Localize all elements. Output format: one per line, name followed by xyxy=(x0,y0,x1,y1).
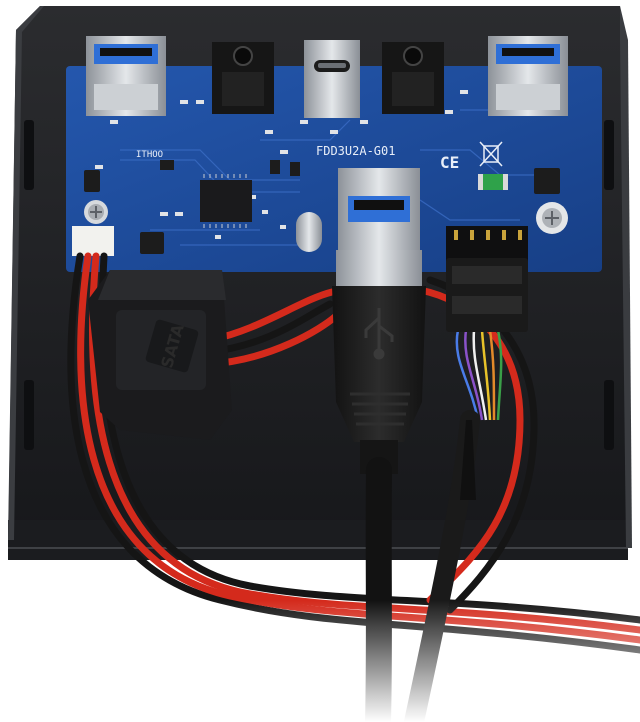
mount-screw-left xyxy=(84,200,108,224)
bottom-fade xyxy=(0,600,640,722)
weee-bin-icon xyxy=(479,141,503,167)
usb-c-port xyxy=(304,40,360,118)
usb3-internal-socket xyxy=(338,168,420,264)
bracket-slot-right-bottom xyxy=(604,380,614,450)
crystal-oscillator xyxy=(296,212,322,252)
sata-power-connector: SATA xyxy=(88,270,232,440)
controller-chip xyxy=(200,180,252,222)
audio-jack-right xyxy=(382,42,444,114)
power-header xyxy=(72,226,114,256)
dark-components xyxy=(84,160,560,254)
usb-port-right xyxy=(488,36,568,116)
plug-grip-ribs xyxy=(350,392,410,426)
mount-screw-right xyxy=(536,202,568,234)
front-ports xyxy=(86,36,568,118)
bracket-slot-left-bottom xyxy=(24,380,34,450)
usb-port-left xyxy=(86,36,166,116)
board-model-label: FDD3U2A-G01 xyxy=(316,144,395,158)
audio-jack-left xyxy=(212,42,274,114)
bracket-slot-right-top xyxy=(604,120,614,190)
pin-header-plug xyxy=(446,258,528,332)
bracket-slot-left-top xyxy=(24,120,34,190)
fuse xyxy=(478,174,508,190)
ce-mark: CE xyxy=(440,153,459,172)
usb-trident-icon xyxy=(364,308,394,360)
chip-pins xyxy=(203,174,247,228)
signal-wires xyxy=(455,329,503,421)
pcb: FDD3U2A-G01 ITHOO CE xyxy=(66,66,602,272)
board-brand-label: ITHOO xyxy=(136,150,163,160)
